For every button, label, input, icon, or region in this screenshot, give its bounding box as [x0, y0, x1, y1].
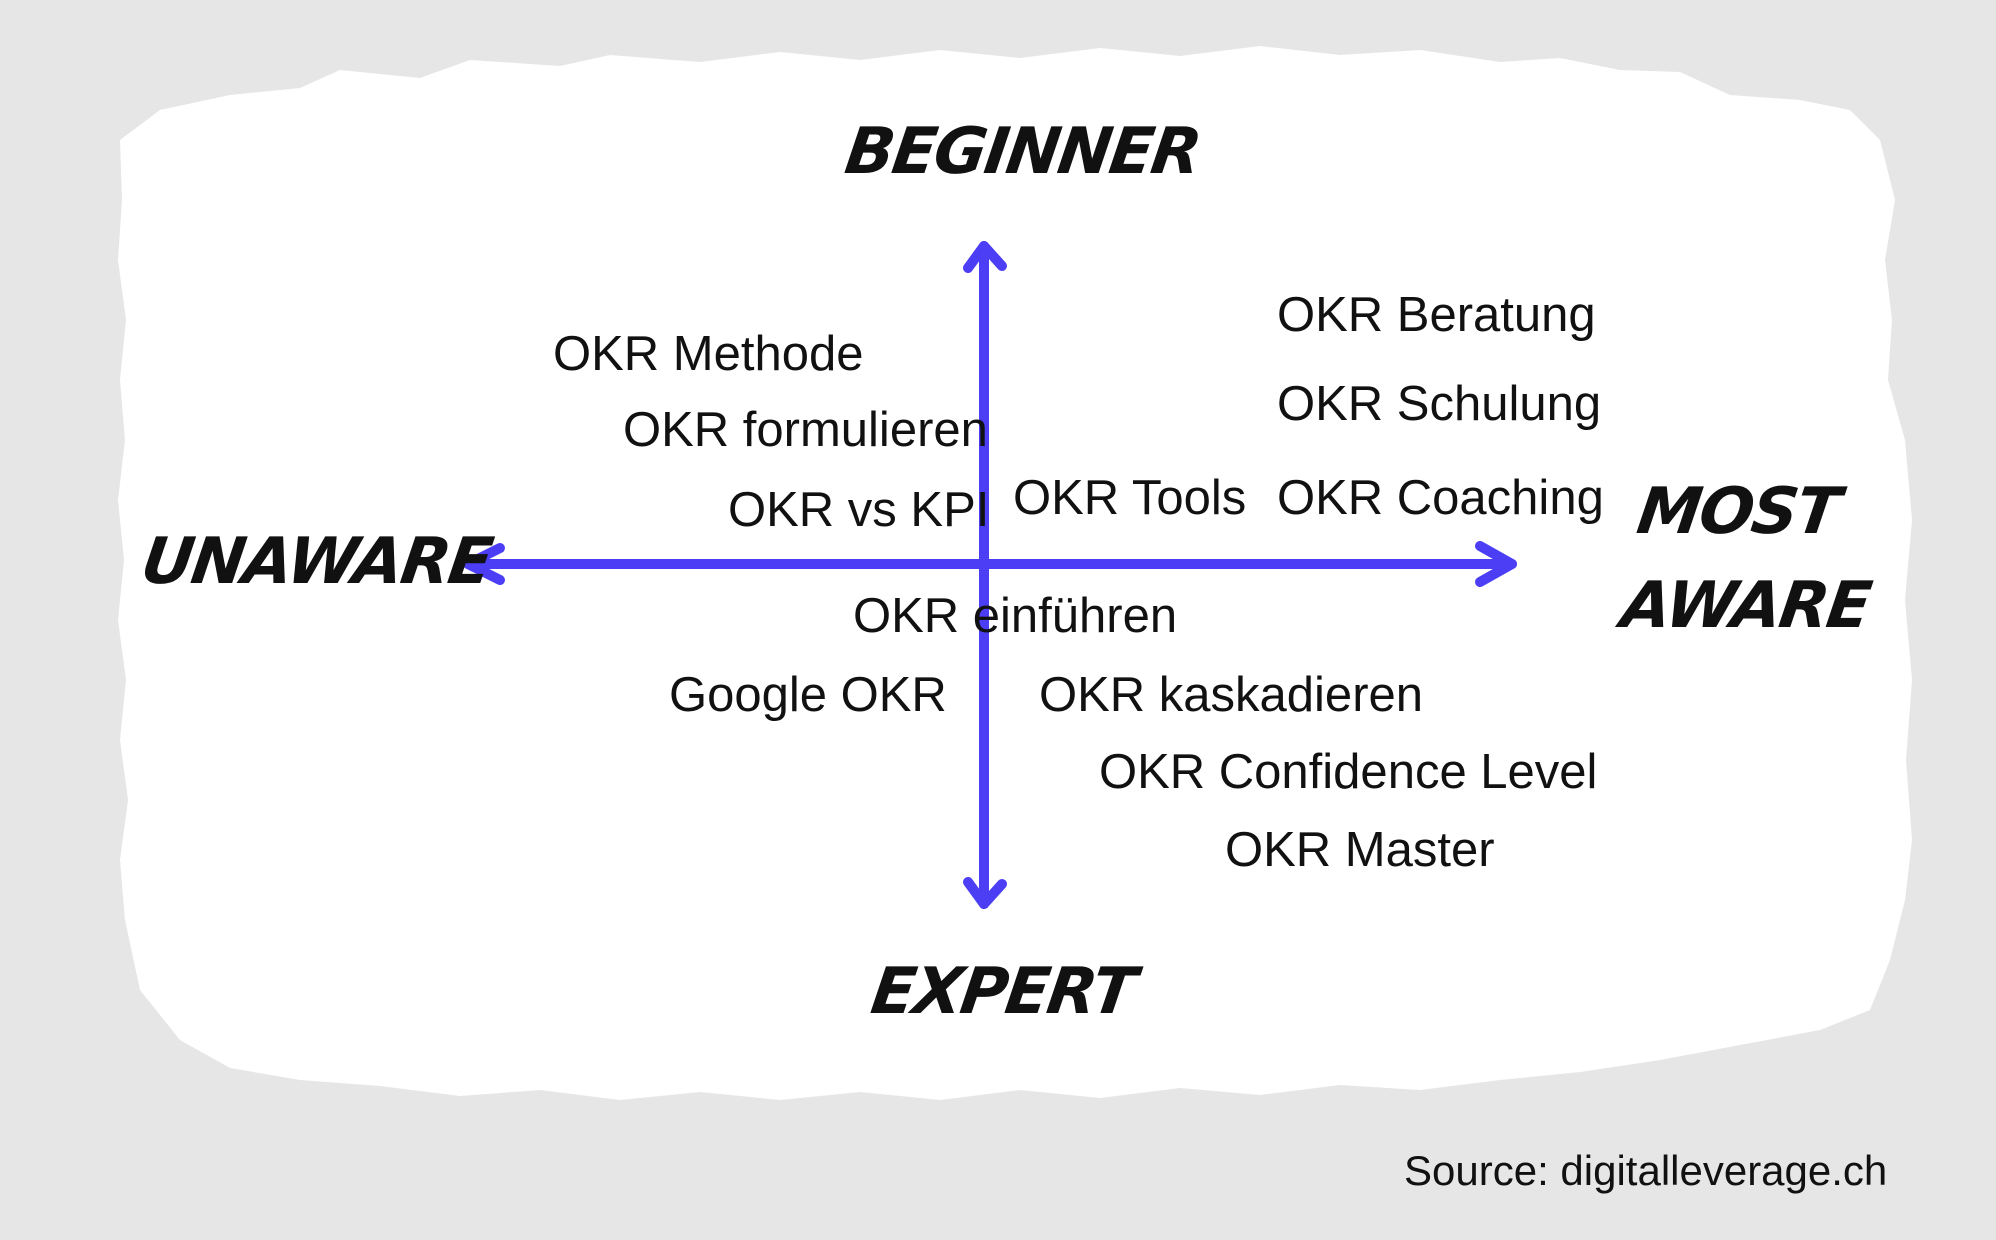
keyword-okr-confidence-level: OKR Confidence Level	[1099, 745, 1598, 799]
arrowhead-down	[963, 877, 1007, 909]
keyword-okr-vs-kpi: OKR vs KPI	[728, 483, 990, 537]
axis-label-aware: AWARE	[1616, 569, 1875, 643]
keyword-okr-beratung: OKR Beratung	[1277, 288, 1596, 342]
axis-label-expert: EXPERT	[866, 955, 1139, 1029]
keyword-okr-formulieren: OKR formulieren	[623, 403, 988, 457]
axes	[463, 241, 1517, 909]
axis-label-most: MOST	[1632, 475, 1844, 549]
keyword-google-okr: Google OKR	[669, 668, 947, 722]
keyword-okr-methode: OKR Methode	[553, 327, 864, 381]
keyword-okr-einfuehren: OKR einführen	[853, 589, 1178, 643]
arrowhead-right	[1475, 541, 1517, 587]
axis-label-beginner: BEGINNER	[840, 115, 1205, 189]
arrowhead-left	[463, 543, 505, 585]
keyword-okr-schulung: OKR Schulung	[1277, 377, 1602, 431]
keyword-okr-master: OKR Master	[1225, 823, 1495, 877]
axis-label-unaware: UNAWARE	[136, 525, 496, 599]
keyword-okr-tools: OKR Tools	[1013, 471, 1247, 525]
keyword-okr-kaskadieren: OKR kaskadieren	[1039, 668, 1424, 722]
source-credit: Source: digitalleverage.ch	[1404, 1147, 1888, 1194]
keyword-okr-coaching: OKR Coaching	[1277, 471, 1604, 525]
white-panel	[118, 46, 1912, 1100]
arrowhead-up	[963, 241, 1007, 273]
